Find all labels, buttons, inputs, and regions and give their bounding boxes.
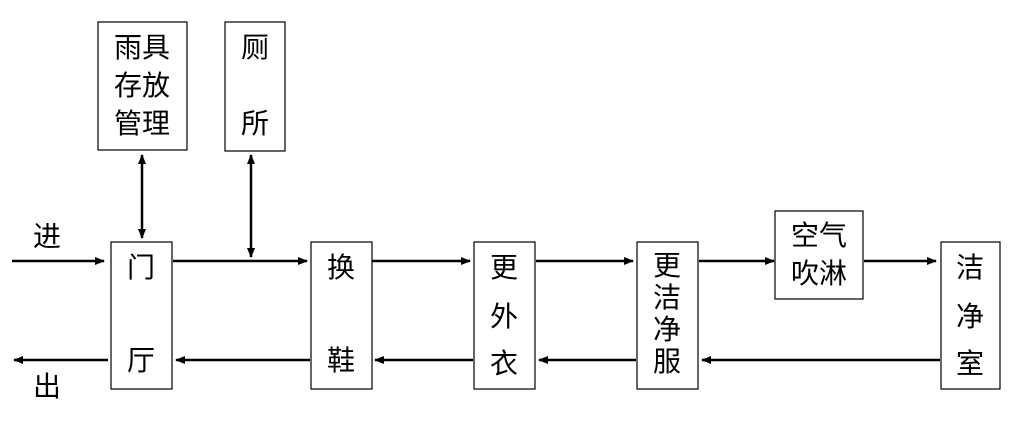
clean-suit-label-line-4: 服: [653, 345, 681, 378]
shoe-change-label-line-1: 换: [327, 251, 355, 284]
clean-suit-label-line-3: 净: [653, 313, 681, 346]
air-shower-box: [774, 210, 864, 300]
node-toilet: 厕 所: [224, 21, 286, 152]
lobby-label-line-1: 门: [127, 251, 155, 284]
air-shower-label-line-2: 吹淋: [791, 257, 847, 290]
node-outer-clothes: 更 外 衣: [473, 241, 536, 390]
cleanroom-label-line-1: 洁: [956, 251, 984, 284]
shoe-change-label-line-2: 鞋: [327, 344, 355, 377]
outer-clothes-label-line-1: 更: [490, 251, 518, 284]
clean-suit-label-line-2: 洁: [653, 281, 681, 314]
node-air-shower: 空气 吹淋: [774, 210, 864, 300]
outer-clothes-label-line-3: 衣: [490, 347, 518, 380]
node-rain-gear: 雨具 存放 管理: [97, 21, 188, 151]
toilet-label-line-1: 厕: [241, 31, 269, 64]
air-shower-label-line-1: 空气: [791, 219, 847, 252]
rain-gear-label-line-2: 存放: [114, 69, 170, 102]
clean-suit-label-line-1: 更: [653, 249, 681, 282]
lobby-label-line-2: 厅: [127, 344, 155, 377]
node-clean-suit: 更 洁 净 服: [636, 241, 699, 390]
enter-label: 进: [33, 220, 61, 253]
lobby-box: [110, 241, 173, 390]
connectors: [12, 154, 940, 364]
outer-clothes-label-line-2: 外: [490, 300, 518, 333]
outer-clothes-box: [473, 241, 536, 390]
cleanroom-box: [940, 241, 1001, 390]
node-cleanroom: 洁 净 室: [940, 241, 1001, 390]
toilet-label-line-2: 所: [241, 107, 269, 140]
node-shoe-change: 换 鞋: [310, 241, 373, 390]
rain-gear-label-line-3: 管理: [114, 107, 170, 140]
exit-label: 出: [33, 370, 61, 403]
cleanroom-label-line-3: 室: [956, 347, 984, 380]
toilet-box: [224, 21, 286, 152]
node-lobby: 门 厅: [110, 241, 173, 390]
shoe-change-box: [310, 241, 373, 390]
rain-gear-box: [97, 21, 188, 151]
cleanroom-label-line-2: 净: [956, 300, 984, 333]
rain-gear-label-line-1: 雨具: [114, 31, 170, 64]
clean-suit-box: [636, 241, 699, 390]
